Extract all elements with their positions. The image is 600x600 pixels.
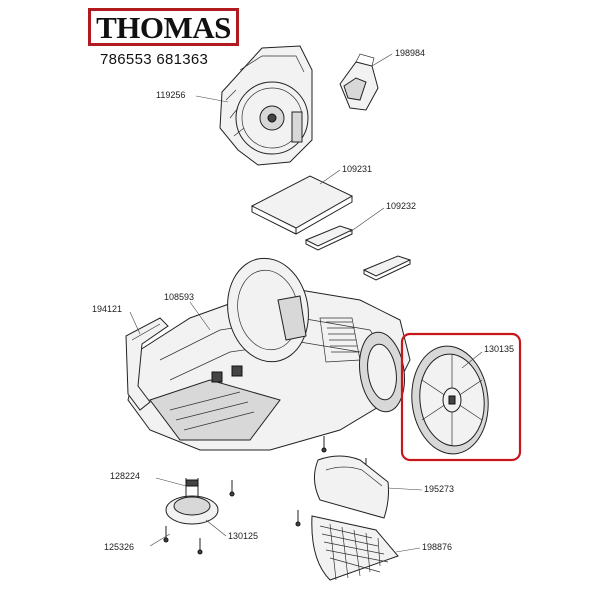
part-195273-flap[interactable] [314, 455, 389, 519]
label-125326: 125326 [104, 542, 135, 552]
brand-logo: THOMAS [88, 8, 239, 46]
label-130135: 130135 [484, 344, 515, 354]
label-194121: 194121 [92, 304, 123, 314]
label-195273: 195273 [424, 484, 455, 494]
label-128224: 128224 [110, 471, 141, 481]
part-198984-connector[interactable] [339, 53, 379, 111]
label-130125: 130125 [228, 531, 259, 541]
part-130125-caster[interactable] [165, 478, 219, 525]
part-108593-body[interactable] [127, 252, 411, 451]
label-108593: 108593 [164, 292, 195, 302]
label-109232: 109232 [386, 201, 417, 211]
label-198984: 198984 [395, 48, 426, 58]
label-109231: 109231 [342, 164, 373, 174]
label-198876: 198876 [422, 542, 453, 552]
part-109231-filter[interactable] [250, 175, 354, 235]
brand-name: THOMAS [96, 9, 231, 45]
screw-set [163, 436, 369, 555]
leader-lines [129, 53, 483, 553]
part-109232-strip-2[interactable] [362, 255, 412, 281]
model-numbers: 786553 681363 [100, 51, 209, 68]
part-194121-bumper[interactable] [125, 317, 169, 411]
part-130135-wheel[interactable] [400, 332, 522, 462]
label-119256: 119256 [156, 90, 186, 100]
part-109232-strip[interactable] [304, 225, 354, 251]
part-119256-motor-housing[interactable] [219, 45, 313, 166]
highlight-box [400, 332, 522, 462]
part-198876-grille[interactable] [311, 515, 399, 581]
